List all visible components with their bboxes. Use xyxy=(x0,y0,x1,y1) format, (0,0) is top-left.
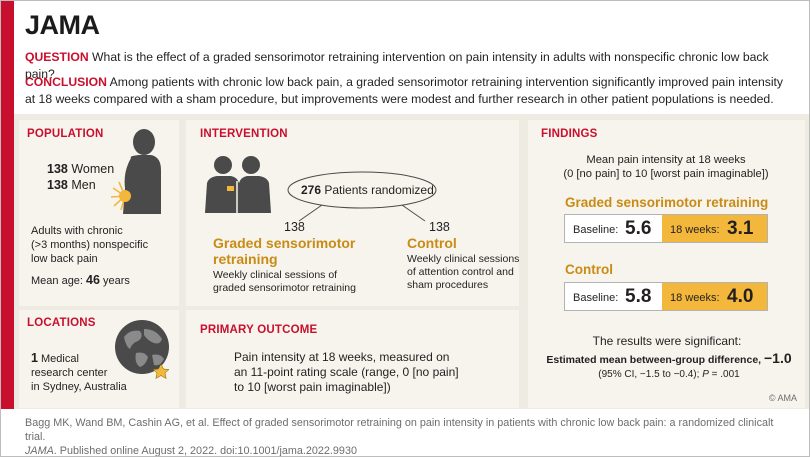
randomized-count: 276 xyxy=(301,183,322,197)
arm2-desc-line: Weekly clinical sessions xyxy=(407,253,520,265)
locations-count: 1 xyxy=(31,351,38,365)
population-heading: POPULATION xyxy=(27,128,104,140)
locations-line: research center xyxy=(31,367,108,379)
finding-group-box: Baseline: 5.6 18 weeks: 3.1 xyxy=(564,214,768,243)
patients-icon xyxy=(205,156,271,213)
arm2-desc-line: of attention control and xyxy=(407,266,514,278)
difference-value: −1.0 xyxy=(764,350,792,366)
ci-text: (95% CI, −1.5 to −0.4); xyxy=(598,369,700,380)
citation: Bagg MK, Wand BM, Cashin AG, et al. Effe… xyxy=(25,416,795,457)
randomized-text: 276 Patients randomized xyxy=(301,183,434,197)
arm1-name-line: Graded sensorimotor xyxy=(213,235,356,251)
conclusion-line-1: Among patients with chronic low back pai… xyxy=(109,75,784,89)
men-count: 138 xyxy=(47,178,68,192)
conclusion-label: CONCLUSION xyxy=(25,75,107,89)
difference-label: Estimated mean between-group difference, xyxy=(546,354,762,366)
population-desc-line: low back pain xyxy=(31,253,98,265)
intervention-heading: INTERVENTION xyxy=(200,128,288,140)
citation-details: . Published online August 2, 2022. doi:1… xyxy=(53,445,357,457)
men-stat: 138 Men xyxy=(47,178,96,192)
arm2-n: 138 xyxy=(429,220,450,234)
jama-logo: JAMA xyxy=(25,10,100,40)
locations-text: 1 Medical research center in Sydney, Aus… xyxy=(31,351,127,394)
randomized-label: Patients randomized xyxy=(324,183,434,197)
findings-subtitle: Mean pain intensity at 18 weeks (0 [no p… xyxy=(536,153,796,181)
week18-label: 18 weeks: xyxy=(670,292,720,304)
women-label: Women xyxy=(71,162,115,176)
week18-highlight: 18 weeks: 4.0 xyxy=(662,283,767,310)
men-label: Men xyxy=(71,178,96,192)
primary-outcome-panel xyxy=(186,310,519,408)
mean-age-value: 46 xyxy=(86,273,100,287)
findings-subtitle-line: (0 [no pain] to 10 [worst pain imaginabl… xyxy=(563,168,769,180)
p-label: P xyxy=(702,369,709,380)
question-body: What is the effect of a graded sensorimo… xyxy=(25,50,769,81)
week18-value: 4.0 xyxy=(727,286,754,307)
arm1-name: Graded sensorimotor retraining xyxy=(213,235,355,267)
question-label: QUESTION xyxy=(25,50,89,64)
locations-line: in Sydney, Australia xyxy=(31,381,127,393)
arm1-name-line: retraining xyxy=(213,251,278,267)
mean-age-label: Mean age: xyxy=(31,275,83,287)
arm2-desc-line: sham procedures xyxy=(407,279,489,291)
week18-value: 3.1 xyxy=(727,218,754,239)
between-group-difference: Estimated mean between-group difference,… xyxy=(541,351,797,367)
findings-heading: FINDINGS xyxy=(541,128,598,140)
accent-bar xyxy=(1,1,14,409)
finding-group-box: Baseline: 5.8 18 weeks: 4.0 xyxy=(564,282,768,311)
week18-highlight: 18 weeks: 3.1 xyxy=(662,215,767,242)
primary-outcome-line: Pain intensity at 18 weeks, measured on xyxy=(234,350,450,364)
mean-age: Mean age: 46 years xyxy=(31,273,130,288)
question-text: QUESTION What is the effect of a graded … xyxy=(25,49,800,83)
arm1-description: Weekly clinical sessions of graded senso… xyxy=(213,269,356,295)
primary-outcome-text: Pain intensity at 18 weeks, measured on … xyxy=(234,350,459,395)
baseline-value: 5.8 xyxy=(625,286,652,307)
primary-outcome-heading: PRIMARY OUTCOME xyxy=(200,324,318,336)
population-desc-line: (>3 months) nonspecific xyxy=(31,239,149,251)
arm2-description: Weekly clinical sessions of attention co… xyxy=(407,253,519,292)
citation-journal: JAMA xyxy=(25,445,54,457)
population-desc-line: Adults with chronic xyxy=(31,225,123,237)
citation-line-2: JAMA. Published online August 2, 2022. d… xyxy=(25,444,795,457)
significance-text: The results were significant: xyxy=(592,334,742,348)
arm1-n: 138 xyxy=(284,220,305,234)
week18-label: 18 weeks: xyxy=(670,224,720,236)
primary-outcome-line: an 11-point rating scale (range, 0 [no p… xyxy=(234,365,459,379)
women-count: 138 xyxy=(47,162,68,176)
women-stat: 138 Women xyxy=(47,162,114,176)
locations-heading: LOCATIONS xyxy=(27,317,96,329)
population-description: Adults with chronic (>3 months) nonspeci… xyxy=(31,224,148,266)
finding-group-name: Control xyxy=(565,262,613,277)
randomization-oval xyxy=(287,171,437,222)
findings-panel xyxy=(528,120,805,408)
conclusion-line-2: at 18 weeks compared with a sham procedu… xyxy=(25,92,774,106)
baseline-label: Baseline: xyxy=(573,292,619,304)
citation-line-1: Bagg MK, Wand BM, Cashin AG, et al. Effe… xyxy=(25,417,774,443)
conclusion-text: CONCLUSION Among patients with chronic l… xyxy=(25,74,800,108)
arm2-name: Control xyxy=(407,235,457,251)
arm1-desc-line: Weekly clinical sessions of xyxy=(213,269,338,281)
p-value: = .001 xyxy=(711,369,740,380)
globe-icon xyxy=(115,320,170,379)
baseline-label: Baseline: xyxy=(573,224,619,236)
mean-age-unit: years xyxy=(103,275,130,287)
primary-outcome-line: to 10 [worst pain imaginable]) xyxy=(234,380,391,394)
copyright: © AMA xyxy=(768,393,797,403)
findings-subtitle-line: Mean pain intensity at 18 weeks xyxy=(586,154,746,166)
arm1-desc-line: graded sensorimotor retraining xyxy=(213,282,356,294)
baseline-value: 5.6 xyxy=(625,218,652,239)
person-back-pain-icon xyxy=(110,129,161,214)
finding-group-name: Graded sensorimotor retraining xyxy=(565,195,769,210)
locations-line: Medical xyxy=(41,353,79,365)
confidence-interval: (95% CI, −1.5 to −0.4); P = .001 xyxy=(541,368,797,382)
